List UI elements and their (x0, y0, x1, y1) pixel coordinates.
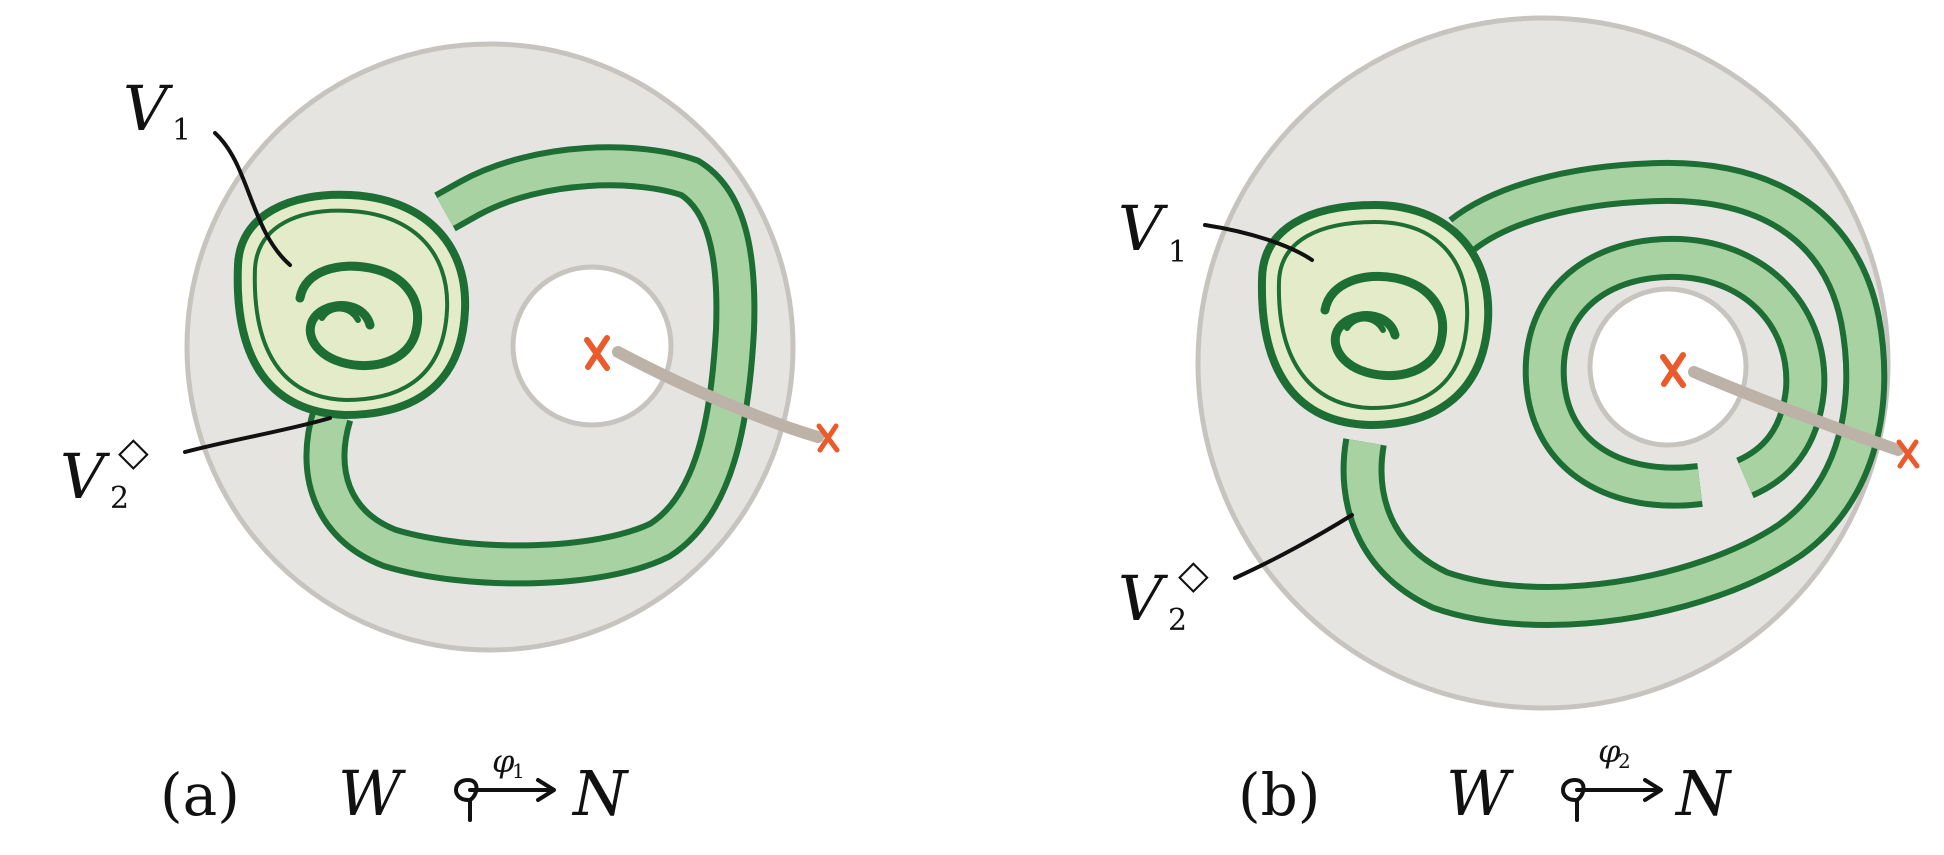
map-phi-sub-b: 2 (1618, 749, 1631, 773)
label-v2-sub: 2 (110, 481, 129, 516)
map-phi-b: φ (1598, 732, 1621, 770)
blob-v1 (1257, 200, 1493, 430)
leader-v1 (213, 131, 292, 267)
hook-arrow-a (454, 777, 556, 822)
label-v1: V (1118, 192, 1169, 265)
panel-b: V 1 V 2 ◇ (b) W φ 2 N (1118, 15, 1920, 830)
hook-arrow-b (1561, 777, 1663, 822)
map-source-b: W (1446, 757, 1514, 830)
band-v2 (1340, 159, 1888, 628)
map-target-b: N (1674, 757, 1733, 830)
band-v2 (303, 144, 758, 587)
label-v2: V (1118, 562, 1169, 635)
caption-b: (b) (1238, 761, 1320, 829)
label-v2-sub: 2 (1168, 603, 1187, 638)
panel-a: V 1 V 2 ◇ (a) W φ 1 N (60, 41, 840, 830)
map-phi-sub-a: 1 (512, 759, 525, 783)
map-phi-a: φ (492, 742, 515, 780)
map-target-a: N (571, 757, 630, 830)
puncture-arc (1688, 366, 1904, 456)
blob-v1 (233, 190, 470, 420)
label-v2: V (60, 440, 111, 513)
leader-v2 (183, 416, 332, 454)
puncture-mark-inner (584, 335, 610, 371)
label-v2-sup: ◇ (118, 429, 149, 475)
leader-v2 (1233, 513, 1354, 580)
puncture-mark-outer (816, 423, 840, 453)
label-v1: V (123, 72, 174, 145)
leader-v1 (1203, 223, 1314, 262)
puncture-mark-inner (1660, 352, 1686, 388)
puncture-mark-outer (1896, 439, 1920, 469)
label-v1-sub: 1 (172, 113, 191, 148)
puncture-arc (612, 346, 824, 443)
label-v1-sub: 1 (1168, 235, 1187, 270)
caption-a: (a) (160, 761, 240, 829)
map-source-a: W (338, 757, 406, 830)
label-v2-sup: ◇ (1178, 552, 1209, 598)
